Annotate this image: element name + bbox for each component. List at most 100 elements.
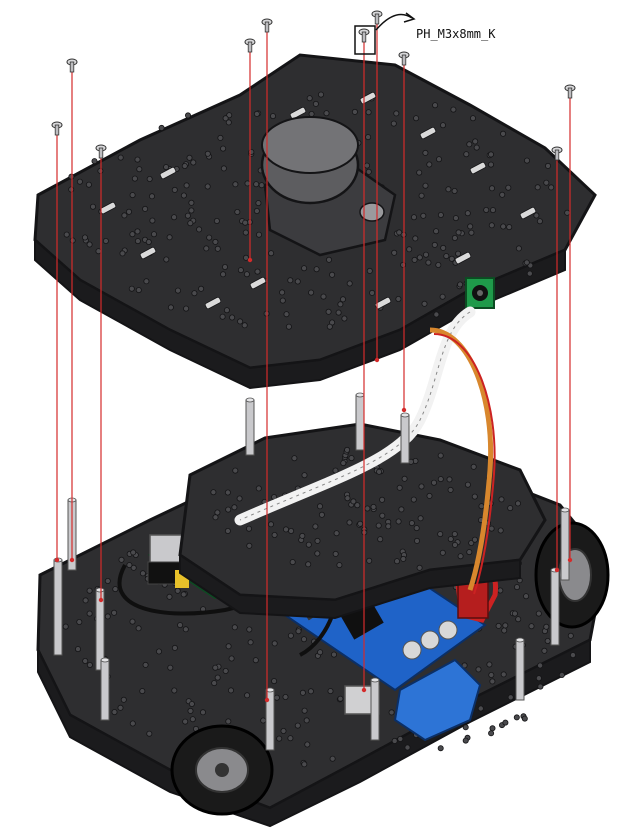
plate-hole <box>111 609 118 616</box>
plate-slot <box>289 106 307 120</box>
plate-hole <box>254 268 261 275</box>
plate-hole <box>183 305 190 312</box>
plate-hole <box>255 200 262 207</box>
plate-hole <box>252 657 259 664</box>
plate-hole <box>189 716 196 723</box>
plate-hole <box>313 266 320 273</box>
camera-cables <box>234 306 496 595</box>
plate-hole <box>497 527 504 534</box>
standoff-icon <box>53 559 63 656</box>
plate-hole <box>390 120 397 127</box>
plate-hole <box>145 238 152 245</box>
plate-hole <box>521 715 528 722</box>
plate-hole <box>121 212 128 219</box>
plate-hole <box>400 555 407 562</box>
plate-hole <box>391 249 398 256</box>
plate-hole <box>177 622 184 629</box>
plate-hole <box>75 646 82 653</box>
plate-hole <box>366 267 373 274</box>
plate-hole <box>408 520 415 527</box>
plate-hole <box>86 610 93 617</box>
plate-hole <box>537 662 544 669</box>
plate-hole <box>323 110 330 117</box>
standoff-icon <box>400 414 410 464</box>
plate-hole <box>142 205 149 212</box>
plate-hole <box>203 245 210 252</box>
plate-slot <box>139 246 157 260</box>
plate-hole <box>388 709 395 716</box>
plate-hole <box>487 151 494 158</box>
plate-hole <box>149 217 156 224</box>
plate-hole <box>558 672 565 679</box>
plate-hole <box>301 265 308 272</box>
plate-hole <box>455 229 462 236</box>
plate-hole <box>287 632 294 639</box>
plate-hole <box>499 191 506 198</box>
plate-hole <box>206 234 213 241</box>
plate-hole <box>213 217 220 224</box>
plate-hole <box>416 254 423 261</box>
plate-hole <box>204 150 211 157</box>
plate-hole <box>411 256 418 263</box>
screw-icon <box>51 121 63 136</box>
plate-hole <box>246 626 253 633</box>
plate-hole <box>431 241 438 248</box>
plate-hole <box>336 562 343 569</box>
plate-hole <box>357 520 364 527</box>
plate-hole <box>507 505 514 512</box>
plate-hole <box>102 237 109 244</box>
guide-endpoint <box>401 407 407 413</box>
plate-hole <box>228 655 235 662</box>
standoff-icon <box>245 399 255 456</box>
plate-hole <box>533 212 540 219</box>
plate-hole <box>237 318 244 325</box>
plate-hole <box>469 115 476 122</box>
plate-hole <box>237 267 244 274</box>
plate-hole <box>134 228 141 235</box>
plate-hole <box>466 141 473 148</box>
plate-hole <box>398 506 405 513</box>
plate-hole <box>406 246 413 253</box>
plate-slot <box>419 126 437 140</box>
plate-hole <box>410 214 417 221</box>
plate-hole <box>155 648 162 655</box>
plate-hole <box>305 541 312 548</box>
plate-hole <box>82 597 89 604</box>
plate-hole <box>515 616 522 623</box>
plate-hole <box>130 564 137 571</box>
plate-hole <box>505 184 512 191</box>
plate-hole <box>204 183 211 190</box>
plate-hole <box>437 476 444 483</box>
plate-hole <box>489 725 496 732</box>
plate-hole <box>234 208 241 215</box>
plate-hole <box>232 181 239 188</box>
plate-hole <box>287 277 294 284</box>
plate-hole <box>396 229 403 236</box>
plate-hole <box>450 106 457 113</box>
plate-hole <box>244 692 251 699</box>
standoff-icon <box>550 569 560 646</box>
plate-hole <box>282 694 289 701</box>
plate-hole <box>502 622 509 629</box>
plate-slot <box>519 206 537 220</box>
plate-hole <box>393 110 400 117</box>
plate-hole <box>489 678 496 685</box>
plate-hole <box>487 161 494 168</box>
plate-hole <box>452 215 459 222</box>
plate-hole <box>187 220 194 227</box>
plate-hole <box>433 228 440 235</box>
plate-hole <box>182 626 189 633</box>
callout: PH_M3x8mm_K <box>354 12 496 55</box>
plate-hole <box>119 250 126 257</box>
plate-hole <box>82 234 89 241</box>
plate-hole <box>329 271 336 278</box>
plate-hole <box>186 154 193 161</box>
plate-hole <box>468 540 475 547</box>
plate-hole <box>246 542 253 549</box>
screws <box>51 10 576 161</box>
plate-hole <box>523 593 530 600</box>
plate-hole <box>466 549 473 556</box>
screw-icon <box>244 38 256 53</box>
plate-hole <box>535 610 542 617</box>
